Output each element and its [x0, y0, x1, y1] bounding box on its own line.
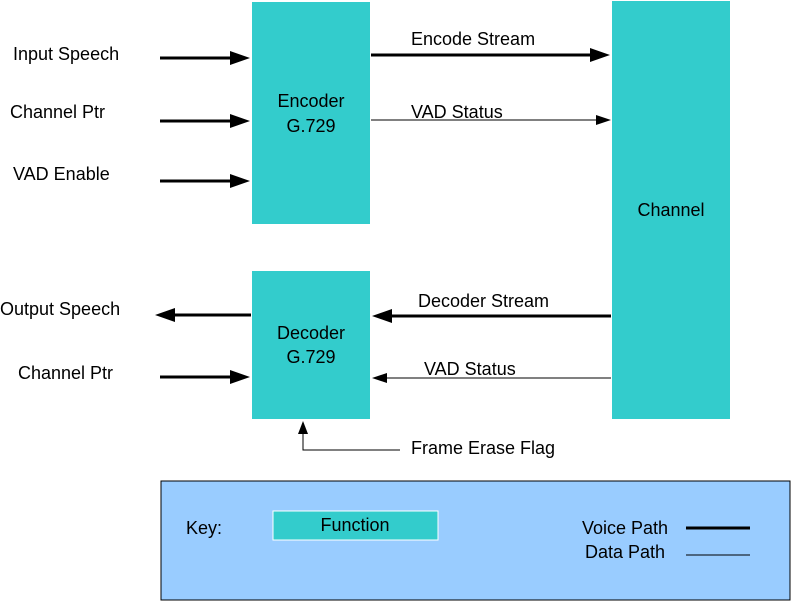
output-speech-arrow — [155, 308, 251, 322]
vad-enable-label: VAD Enable — [13, 164, 110, 184]
output-speech-label: Output Speech — [0, 299, 120, 319]
vad-status-label-encoder: VAD Status — [411, 102, 503, 122]
decoder-stream-arrow — [372, 309, 611, 323]
channel-ptr-arrow-decoder — [160, 370, 250, 384]
channel-ptr-label-encoder: Channel Ptr — [10, 102, 105, 122]
vad-status-arrow-decoder — [372, 373, 611, 383]
frame-erase-flag-label: Frame Erase Flag — [411, 438, 555, 458]
frame-erase-flag-arrow — [298, 421, 400, 451]
input-speech-arrow — [160, 51, 250, 65]
key-function-swatch — [272, 510, 439, 541]
key-data-path-label: Data Path — [585, 542, 665, 562]
encoder-label: Encoder — [277, 91, 344, 111]
key-voice-path-label: Voice Path — [582, 518, 668, 538]
vad-status-arrow-encoder — [371, 115, 611, 125]
decoder-block — [252, 271, 370, 419]
key-box — [160, 480, 791, 601]
encoder-standard-label: G.729 — [286, 116, 335, 136]
encoder-block — [252, 2, 370, 224]
vad-status-label-decoder: VAD Status — [424, 359, 516, 379]
decoder-label: Decoder — [277, 323, 345, 343]
key-legend: Key: Function Voice Path Data Path — [160, 480, 791, 601]
channel-block — [612, 1, 730, 419]
vad-enable-arrow — [160, 174, 250, 188]
channel-ptr-label-decoder: Channel Ptr — [18, 363, 113, 383]
channel-ptr-arrow-encoder — [160, 114, 250, 128]
channel-label: Channel — [637, 200, 704, 220]
key-function-label: Function — [320, 515, 389, 535]
encode-stream-label: Encode Stream — [411, 29, 535, 49]
key-title: Key: — [186, 518, 222, 538]
decoder-standard-label: G.729 — [286, 347, 335, 367]
encode-stream-arrow — [371, 48, 610, 62]
input-speech-label: Input Speech — [13, 44, 119, 64]
decoder-stream-label: Decoder Stream — [418, 291, 549, 311]
